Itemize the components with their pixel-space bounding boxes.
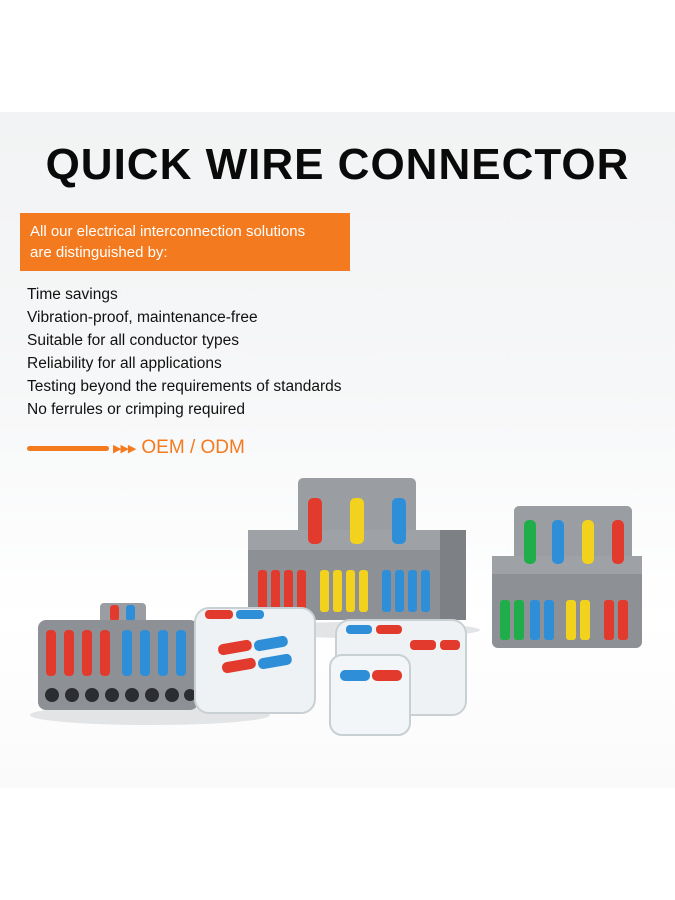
banner-line-1: All our electrical interconnection solut… (30, 223, 306, 240)
feature-item: Testing beyond the requirements of stand… (27, 378, 342, 395)
intro-banner: All our electrical interconnection solut… (20, 213, 350, 271)
page-title: QUICK WIRE CONNECTOR (45, 140, 630, 189)
feature-item: Reliability for all applications (27, 355, 222, 372)
banner-line-2: are distinguished by: (30, 244, 168, 261)
connector-left (38, 603, 198, 710)
connector-transparent-a (194, 607, 316, 714)
feature-item: Time savings (27, 286, 118, 303)
feature-item: Suitable for all conductor types (27, 332, 239, 349)
feature-list: Time savings Vibration-proof, maintenanc… (27, 283, 342, 421)
feature-item: Vibration-proof, maintenance-free (27, 309, 258, 326)
arrow-right-icon (27, 445, 109, 451)
connector-transparent-b (329, 619, 467, 736)
oem-odm-row: ▶▶▶ OEM / ODM (27, 436, 245, 460)
feature-item: No ferrules or crimping required (27, 401, 245, 418)
chevrons-right-icon: ▶▶▶ (113, 442, 136, 455)
connector-large-center (248, 478, 466, 620)
oem-odm-label: OEM / ODM (141, 437, 245, 458)
connector-right (492, 506, 642, 648)
connector-products-image (30, 478, 642, 736)
